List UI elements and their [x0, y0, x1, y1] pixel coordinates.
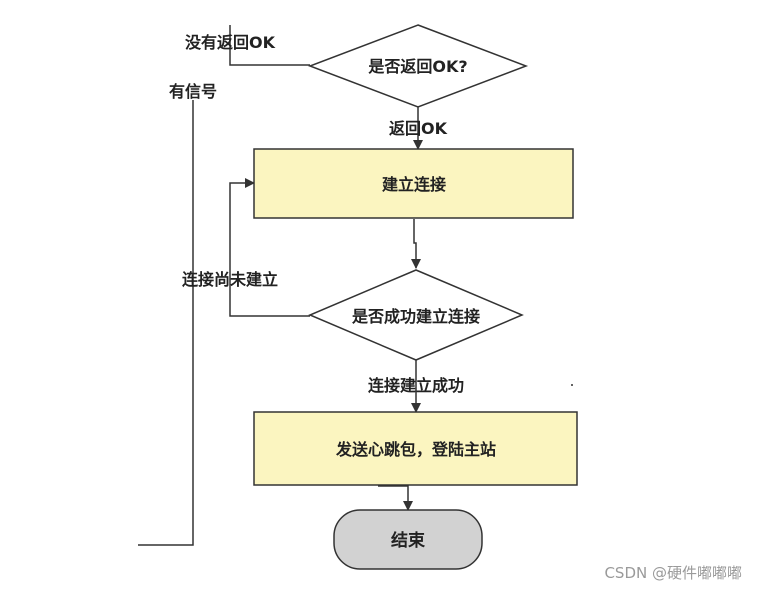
not-connected-loop-line	[229, 178, 310, 317]
connectors	[138, 25, 423, 546]
process-heartbeat-label: 发送心跳包，登陆主站	[335, 440, 496, 459]
decision-returned-ok-shape	[307, 24, 529, 108]
has-signal-line	[138, 100, 194, 546]
terminal-end-label: 结束	[391, 530, 425, 551]
process-connect-label: 建立连接	[382, 175, 446, 194]
has-signal-label: 有信号	[169, 82, 217, 101]
connect-to-decision-line	[411, 219, 421, 269]
csdn-watermark: CSDN @硬件嘟嘟嘟	[604, 564, 742, 582]
decision-returned-ok-label: 是否返回OK?	[367, 57, 467, 76]
decision-connected-label: 是否成功建立连接	[351, 307, 480, 326]
process-connect-box	[253, 148, 574, 219]
decision-connected-shape	[308, 269, 524, 361]
heartbeat-to-end-line	[378, 485, 413, 511]
stray-dot	[571, 384, 573, 386]
not-connected-label: 连接尚未建立	[182, 270, 278, 289]
process-heartbeat-box	[253, 411, 578, 486]
no-ok-loop-line	[229, 25, 310, 66]
returned-ok-label: 返回OK	[389, 119, 448, 138]
connected-label: 连接建立成功	[368, 376, 464, 395]
terminal-end-shape	[333, 509, 483, 570]
no-ok-label: 没有返回OK	[185, 33, 276, 52]
